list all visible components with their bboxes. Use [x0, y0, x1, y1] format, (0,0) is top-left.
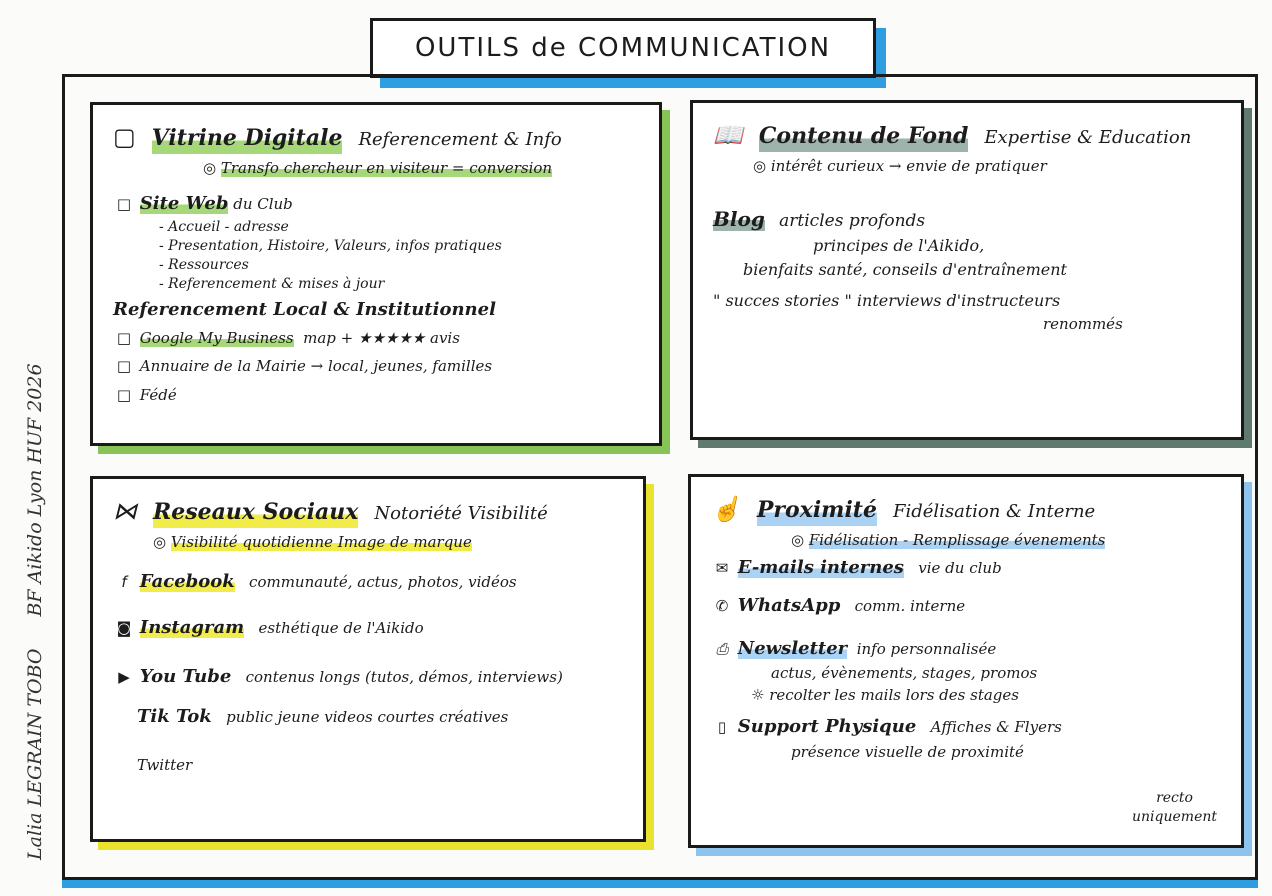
- newsletter-line-3: recolter les mails lors des stages: [769, 686, 1019, 705]
- vitrine-subtitle: Referencement & Info: [358, 129, 562, 150]
- facebook-icon: f: [121, 572, 127, 591]
- blog-line-1: articles profonds: [779, 210, 926, 231]
- checkbox-icon: □: [116, 194, 132, 213]
- gmb-label: Google My Business: [139, 329, 294, 348]
- reseaux-subtitle: Notoriété Visibilité: [374, 503, 548, 524]
- newsletter-label: Newsletter: [737, 637, 848, 659]
- book-icon: 📖: [713, 121, 743, 149]
- target-icon: ◎: [753, 156, 767, 175]
- tiktok-label: Tik Tok: [137, 705, 212, 727]
- list-item: - Presentation, Histoire, Valeurs, infos…: [159, 238, 502, 255]
- reseaux-sociaux-panel: ⋈ Reseaux Sociaux Notoriété Visibilité ◎…: [90, 476, 646, 842]
- checkbox-icon: □: [116, 385, 132, 404]
- list-item: - Referencement & mises à jour: [159, 275, 385, 292]
- share-network-icon: ⋈: [113, 497, 137, 525]
- list-item: - Accueil - adresse: [159, 219, 289, 236]
- list-item: - Ressources: [159, 257, 249, 274]
- proximite-title: Proximité: [756, 496, 877, 526]
- facebook-note: communauté, actus, photos, vidéos: [249, 572, 517, 591]
- reseaux-goal: Visibilité quotidienne Image de marque: [170, 532, 472, 551]
- instagram-note: esthétique de l'Aikido: [258, 619, 424, 638]
- side-caption: Lalia LEGRAIN TOBO BF Aikido Lyon HUF 20…: [24, 340, 56, 860]
- hand-heart-icon: ☝: [711, 495, 741, 523]
- proximite-panel: ☝ Proximité Fidélisation & Interne ◎ Fid…: [688, 474, 1244, 848]
- newsletter-note: info personnalisée: [856, 639, 997, 658]
- contenu-de-fond-panel: 📖 Contenu de Fond Expertise & Education …: [690, 100, 1244, 440]
- contenu-subtitle: Expertise & Education: [984, 127, 1192, 148]
- vitrine-goal: Transfo chercheur en visiteur = conversi…: [220, 158, 553, 177]
- facebook-label: Facebook: [139, 570, 235, 592]
- whatsapp-note: comm. interne: [854, 597, 966, 616]
- checkbox-icon: □: [116, 357, 132, 376]
- target-icon: ◎: [791, 530, 805, 549]
- referencement-title: Referencement Local & Institutionnel: [113, 298, 496, 320]
- recto-note: recto uniquement: [1132, 789, 1217, 827]
- youtube-icon: ▶: [118, 667, 130, 686]
- fede-label: Fédé: [139, 385, 177, 404]
- recto-line-2: uniquement: [1132, 809, 1217, 826]
- flyer-icon: ▯: [717, 718, 727, 737]
- vitrine-title: Vitrine Digitale: [151, 124, 343, 154]
- course: BF Aikido Lyon HUF 2026: [24, 363, 46, 617]
- blog-line-2: principes de l'Aikido,: [813, 235, 985, 255]
- whatsapp-label: WhatsApp: [737, 595, 841, 617]
- youtube-label: You Tube: [139, 665, 232, 687]
- gmb-note: map + ★★★★★ avis: [303, 329, 460, 348]
- emails-label: E-mails internes: [737, 556, 904, 578]
- proximite-subtitle: Fidélisation & Interne: [892, 501, 1096, 522]
- blog-label: Blog: [713, 206, 765, 231]
- page-title: OUTILS de COMMUNICATION: [370, 18, 876, 78]
- whatsapp-icon: ✆: [715, 597, 729, 616]
- twitter-label: Twitter: [137, 756, 193, 775]
- author: Lalia LEGRAIN TOBO: [24, 648, 46, 860]
- annuaire-label: Annuaire de la Mairie → local, jeunes, f…: [139, 357, 493, 376]
- emails-note: vie du club: [918, 558, 1002, 577]
- newsletter-line-2: actus, évènements, stages, promos: [771, 663, 1038, 682]
- envelope-icon: ✉: [715, 558, 729, 577]
- support-note: Affiches & Flyers: [930, 718, 1062, 737]
- tiktok-note: public jeune videos courtes créatives: [226, 707, 509, 726]
- instagram-icon: ◙: [116, 619, 132, 638]
- blog-line-3: bienfaits santé, conseils d'entraînement: [743, 259, 1067, 279]
- lightbulb-icon: ☼: [751, 686, 765, 705]
- contenu-goal: intérêt curieux → envie de pratiquer: [770, 156, 1047, 175]
- site-web-list: - Accueil - adresse - Presentation, Hist…: [113, 218, 639, 294]
- checkbox-icon: □: [116, 329, 132, 348]
- recto-line-1: recto: [1156, 790, 1193, 807]
- newsletter-icon: ⎙: [715, 639, 728, 658]
- monitor-icon: ▢: [113, 123, 136, 151]
- support-label: Support Physique: [737, 716, 917, 738]
- instagram-label: Instagram: [139, 617, 245, 639]
- target-icon: ◎: [203, 158, 217, 177]
- contenu-title: Contenu de Fond: [758, 122, 969, 152]
- site-web-label: Site Web: [139, 192, 229, 214]
- reseaux-title: Reseaux Sociaux: [153, 498, 359, 528]
- site-web-suffix: du Club: [233, 194, 293, 213]
- blog-line-5: renommés: [1043, 314, 1123, 333]
- outer-frame: [62, 74, 1258, 880]
- youtube-note: contenus longs (tutos, démos, interviews…: [245, 667, 563, 686]
- vitrine-digitale-panel: ▢ Vitrine Digitale Referencement & Info …: [90, 102, 662, 446]
- blog-line-4: " succes stories " interviews d'instruct…: [713, 291, 1061, 311]
- proximite-goal: Fidélisation - Remplissage évenements: [808, 530, 1106, 549]
- support-line-2: présence visuelle de proximité: [791, 742, 1024, 761]
- target-icon: ◎: [153, 532, 167, 551]
- page-title-text: OUTILS de COMMUNICATION: [414, 33, 832, 63]
